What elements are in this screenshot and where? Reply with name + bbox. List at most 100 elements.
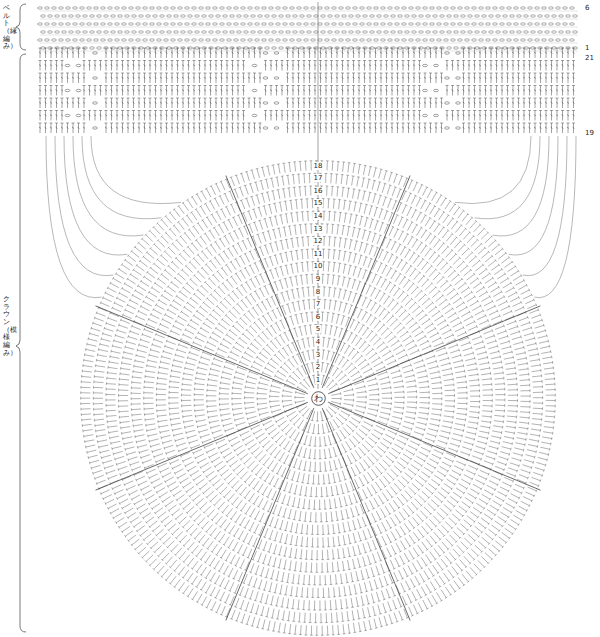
chain-symbol xyxy=(549,7,554,9)
chain-symbol xyxy=(328,15,333,17)
double-crochet-row xyxy=(39,61,576,71)
chain-symbol xyxy=(552,15,557,17)
chain-symbol xyxy=(482,31,487,33)
chain-symbol xyxy=(402,7,407,9)
chain-symbol xyxy=(216,15,221,17)
chain-symbol xyxy=(456,127,461,129)
chain-symbol xyxy=(573,15,578,17)
chain-symbol xyxy=(388,39,393,41)
section-label: ベルト（縁編み） xyxy=(3,5,10,51)
chain-symbol xyxy=(472,7,477,9)
chain-symbol xyxy=(346,23,351,25)
chain-symbol xyxy=(132,31,137,33)
chain-symbol xyxy=(514,39,519,41)
chain-symbol xyxy=(456,102,461,104)
chain-symbol xyxy=(178,7,183,9)
round-stitches xyxy=(295,375,341,421)
chain-symbol xyxy=(545,15,550,17)
chain-symbol xyxy=(517,15,522,17)
chain-symbol xyxy=(409,39,414,41)
chain-symbol xyxy=(304,23,309,25)
chain-symbol xyxy=(97,31,102,33)
chain-symbol xyxy=(500,7,505,9)
chain-symbol xyxy=(325,23,330,25)
chain-symbol xyxy=(563,39,568,41)
chain-symbol xyxy=(521,7,526,9)
chain-symbol xyxy=(325,39,330,41)
chain-symbol xyxy=(458,39,463,41)
chain-symbol xyxy=(402,39,407,41)
increase-spoke xyxy=(96,402,308,490)
chain-symbol xyxy=(332,7,337,9)
chain-symbol xyxy=(69,15,74,17)
chain-symbol xyxy=(62,31,67,33)
chain-symbol xyxy=(451,39,456,41)
chain-symbol xyxy=(363,31,368,33)
chain-symbol xyxy=(199,39,204,41)
chain-symbol xyxy=(185,7,190,9)
chain-symbol xyxy=(514,7,519,9)
chain-symbol xyxy=(447,31,452,33)
ring-label: わ xyxy=(314,394,323,403)
chain-symbol xyxy=(545,31,550,33)
chain-symbol xyxy=(524,31,529,33)
chain-symbol xyxy=(283,39,288,41)
chain-symbol xyxy=(45,39,50,41)
chain-symbol xyxy=(283,7,288,9)
increase-spoke xyxy=(322,176,410,388)
chain-symbol xyxy=(335,31,340,33)
chain-symbol xyxy=(384,15,389,17)
chain-symbol xyxy=(76,31,81,33)
chain-symbol xyxy=(465,7,470,9)
chain-symbol xyxy=(167,31,172,33)
chain-symbol xyxy=(342,15,347,17)
row-line xyxy=(40,35,578,36)
chain-symbol xyxy=(263,127,268,129)
joining-curve xyxy=(55,136,113,276)
chain-symbol xyxy=(93,52,98,54)
chain-symbol xyxy=(339,7,344,9)
chain-symbol xyxy=(556,7,561,9)
chain-symbol xyxy=(475,15,480,17)
chain-symbol xyxy=(454,47,459,49)
chain-symbol xyxy=(507,39,512,41)
chain-symbol xyxy=(248,23,253,25)
chain-symbol xyxy=(304,39,309,41)
chain-symbol xyxy=(122,7,127,9)
chain-symbol xyxy=(108,7,113,9)
chain-symbol xyxy=(531,31,536,33)
chain-symbol xyxy=(405,31,410,33)
chain-symbol xyxy=(76,15,81,17)
chain-symbol xyxy=(447,15,452,17)
chain-symbol xyxy=(178,23,183,25)
chain-symbol xyxy=(367,7,372,9)
chain-symbol xyxy=(293,31,298,33)
chain-symbol xyxy=(475,31,480,33)
chain-symbol xyxy=(517,31,522,33)
chain-symbol xyxy=(479,7,484,9)
chain-symbol xyxy=(395,39,400,41)
chain-symbol xyxy=(311,39,316,41)
chain-symbol xyxy=(38,39,43,41)
chain-symbol xyxy=(199,7,204,9)
chain-symbol xyxy=(139,15,144,17)
chain-symbol xyxy=(307,15,312,17)
round-number: 9 xyxy=(315,275,321,283)
chain-symbol xyxy=(461,15,466,17)
chain-symbol xyxy=(48,15,53,17)
chain-symbol xyxy=(171,23,176,25)
round-stitches xyxy=(119,199,518,598)
chain-symbol xyxy=(216,31,221,33)
round-number: 17 xyxy=(313,174,324,182)
chain-symbol xyxy=(521,23,526,25)
round-stitches xyxy=(182,262,455,535)
chain-symbol xyxy=(73,23,78,25)
chain-symbol xyxy=(111,15,116,17)
chain-symbol xyxy=(507,7,512,9)
chain-symbol xyxy=(263,102,268,104)
round-number: 7 xyxy=(315,300,321,308)
chain-symbol xyxy=(255,23,260,25)
chain-symbol xyxy=(143,39,148,41)
chain-symbol xyxy=(445,102,450,104)
chain-symbol xyxy=(80,7,85,9)
